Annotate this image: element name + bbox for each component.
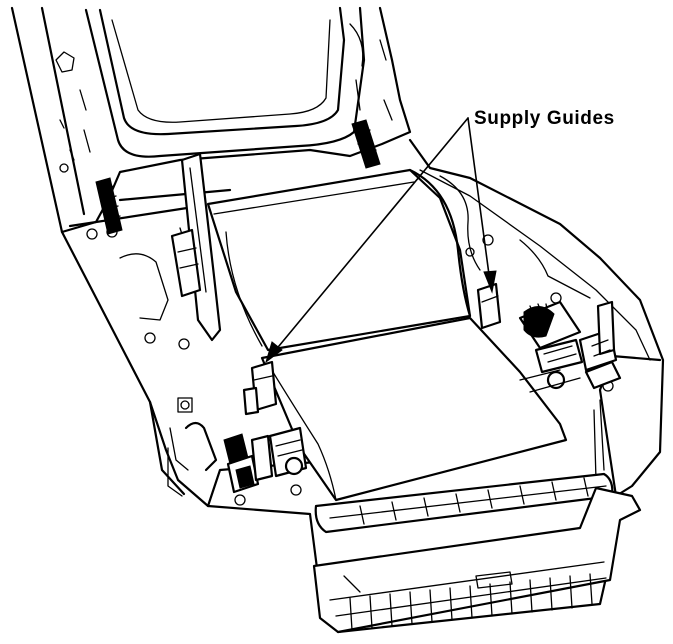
- media-roll: [206, 168, 472, 352]
- arrowhead-right-guide: [483, 270, 497, 294]
- right-supply-guide: [476, 282, 502, 330]
- dispenser-door: [312, 486, 642, 634]
- left-mechanism: [223, 426, 308, 494]
- callout-leaders: [265, 117, 497, 364]
- left-supply-holder: [170, 152, 222, 342]
- media-strip: [260, 316, 568, 502]
- arrowhead-left-guide: [265, 341, 283, 364]
- supply-guides-label: Supply Guides: [474, 108, 615, 129]
- left-supply-guide: [242, 360, 278, 416]
- right-mechanism: [518, 300, 622, 393]
